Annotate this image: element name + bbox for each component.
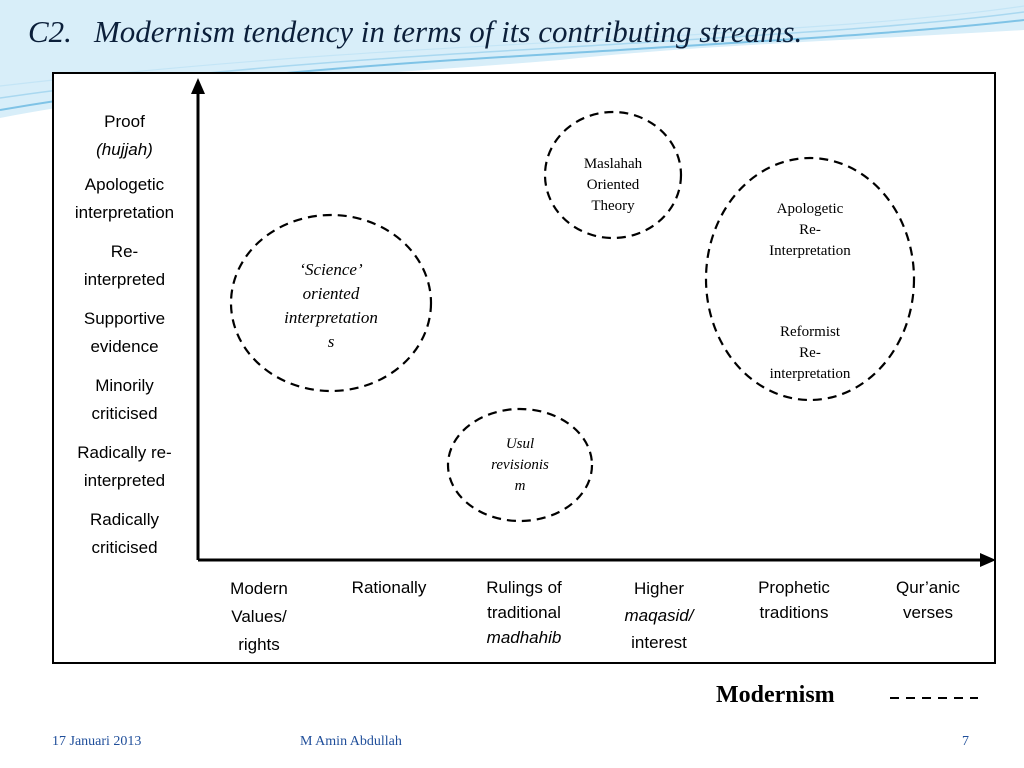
- y-label-minorily-criticised: Minorily criticised: [91, 376, 158, 423]
- cluster-maslahah-label: Maslahah Oriented Theory: [583, 156, 643, 214]
- slide-title-text: Modernism tendency in terms of its contr…: [93, 14, 803, 49]
- x-label-rulings-of-traditional-madhahib: Rulings of traditional madhahib: [486, 578, 562, 647]
- y-label-reinterpreted: Re- interpreted: [83, 242, 166, 289]
- cluster-usul-ellipse: [446, 407, 594, 523]
- x-label-prophetic-traditions: Prophetic traditions: [758, 578, 830, 622]
- y-label-supportive-evidence: Supportive evidence: [83, 309, 166, 356]
- x-label-rationally: Rationally: [351, 578, 427, 597]
- footer-author: M Amin Abdullah: [300, 734, 402, 749]
- cluster-reformist-label: Reformist Re- interpretation: [769, 324, 851, 382]
- y-label-radically-criticised: Radically criticised: [90, 510, 159, 557]
- slide-number-label: C2.: [28, 14, 72, 49]
- x-label-quranic-verses: Qur’anic verses: [896, 578, 960, 622]
- diagram-frame: [52, 72, 996, 664]
- cluster-apologetic-label: Apologetic Re- Interpretation: [769, 201, 851, 259]
- cluster-usul-label: Usul revisionis m: [491, 436, 549, 494]
- y-label-radically-reinterpreted: Radically re- interpreted: [77, 443, 172, 490]
- x-label-higher-maqasid: Higher maqasid/ interest: [624, 579, 694, 652]
- cluster-maslahah-ellipse: [543, 110, 683, 240]
- x-label-modern-values: Modern Values/ rights: [230, 579, 288, 654]
- legend-dashed-line-icon: [890, 697, 978, 699]
- footer-page-number: 7: [962, 734, 969, 749]
- y-label-apologetic-interpretation: Apologetic interpretation: [74, 175, 175, 222]
- legend-label: Modernism: [716, 682, 835, 708]
- cluster-science-ellipse: [229, 213, 433, 393]
- cluster-science-label: ‘Science’ oriented interpretation s: [284, 260, 378, 351]
- y-axis-arrowhead: [191, 78, 205, 94]
- footer-date: 17 Januari 2013: [52, 734, 142, 749]
- slide-title: C2. Modernism tendency in terms of its co…: [28, 14, 1018, 50]
- x-axis-arrowhead: [980, 553, 996, 567]
- cluster-reformist-ellipse: [704, 156, 916, 402]
- y-label-proof: Proof (hujjah): [96, 112, 153, 159]
